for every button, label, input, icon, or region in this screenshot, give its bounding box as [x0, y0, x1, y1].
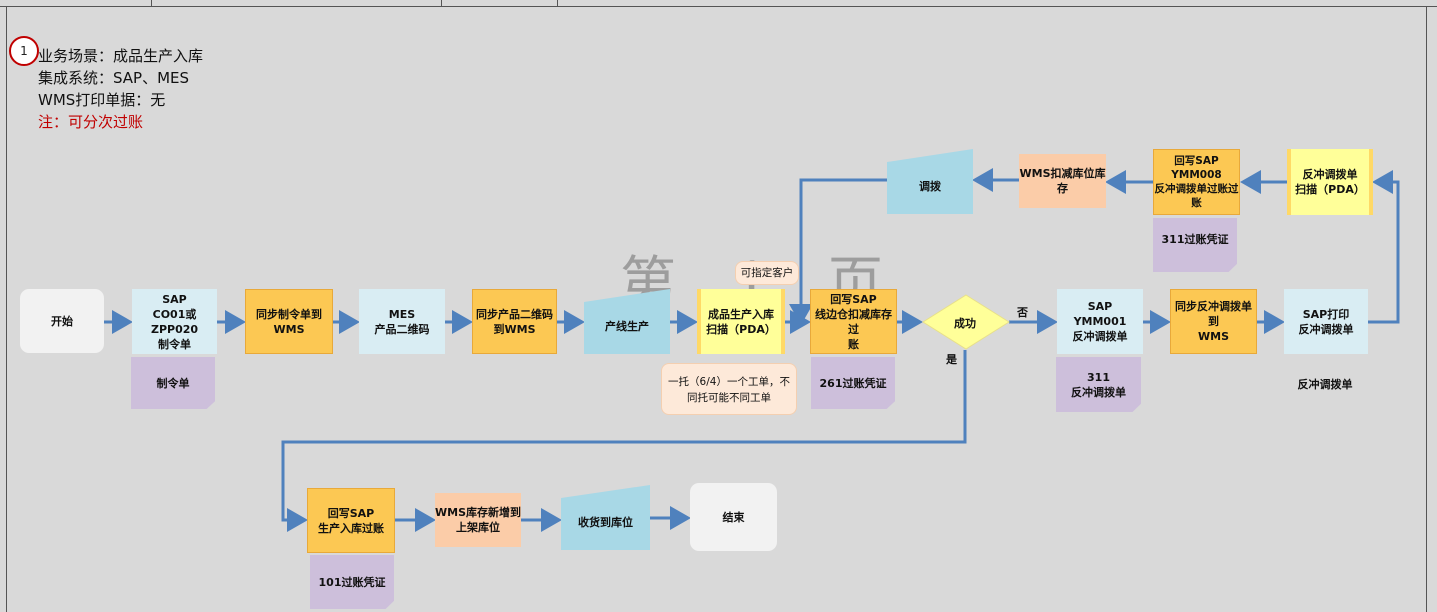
pallet-note: 一托（6/4）一个工单，不 同托可能不同工单 — [661, 363, 797, 415]
doc-261: 261过账凭证 — [811, 357, 895, 409]
info-note: 注：可分次过账 — [38, 113, 144, 131]
step-number-circle: 1 — [9, 36, 39, 66]
writeback-sap-node: 回写SAP 线边仓扣减库存过 账 — [810, 289, 897, 354]
wms-add-node: WMS库存新增到 上架库位 — [435, 493, 521, 547]
order-doc: 制令单 — [131, 357, 215, 409]
sap-ymm001-node: SAP YMM001 反冲调拨单 — [1057, 289, 1143, 354]
sap-print-node: SAP打印 反冲调拨单 — [1284, 289, 1368, 354]
writeback-production-node: 回写SAP 生产入库过账 — [307, 488, 395, 553]
info-systems: 集成系统：SAP、MES — [38, 69, 190, 87]
doc-311-reverse: 311 反冲调拨单 — [1056, 357, 1141, 412]
mes-qr-node: MES 产品二维码 — [359, 289, 445, 354]
start-node: 开始 — [20, 289, 104, 353]
customer-callout: 可指定客户 — [735, 261, 799, 285]
writeback-ymm008-node: 回写SAP YMM008 反冲调拨单过账过 账 — [1153, 149, 1240, 215]
sap-co01-node: SAP CO01或 ZPP020 制令单 — [132, 289, 217, 354]
no-label: 否 — [1017, 306, 1028, 319]
frame-left-border — [6, 6, 7, 612]
success-label: 成功 — [954, 317, 976, 330]
header-strip — [0, 0, 1437, 7]
info-print-docs: WMS打印单据：无 — [38, 91, 166, 109]
doc-311-posting: 311过账凭证 — [1153, 218, 1237, 272]
header-divider — [557, 0, 558, 6]
doc-101: 101过账凭证 — [310, 555, 394, 609]
transfer-node: 调拨 — [887, 149, 973, 214]
frame-right-border — [1426, 6, 1427, 612]
receive-node: 收货到库位 — [561, 485, 650, 550]
scan-pda-node: 成品生产入库 扫描（PDA） — [697, 289, 785, 354]
end-node: 结束 — [690, 483, 777, 551]
success-decision — [922, 294, 1010, 350]
header-divider — [151, 0, 152, 6]
sync-reverse-node: 同步反冲调拨单到 WMS — [1170, 289, 1257, 354]
wms-deduct-node: WMS扣减库位库 存 — [1019, 154, 1106, 208]
sync-order-node: 同步制令单到 WMS — [245, 289, 333, 354]
line-production-node: 产线生产 — [584, 289, 670, 354]
scan-reverse-node: 反冲调拨单 扫描（PDA） — [1287, 149, 1373, 215]
header-divider — [441, 0, 442, 6]
yes-label: 是 — [946, 353, 957, 366]
info-scenario: 业务场景：成品生产入库 — [38, 47, 204, 65]
reverse-doc: 反冲调拨单 — [1297, 377, 1353, 391]
sync-qr-node: 同步产品二维码 到WMS — [472, 289, 557, 354]
